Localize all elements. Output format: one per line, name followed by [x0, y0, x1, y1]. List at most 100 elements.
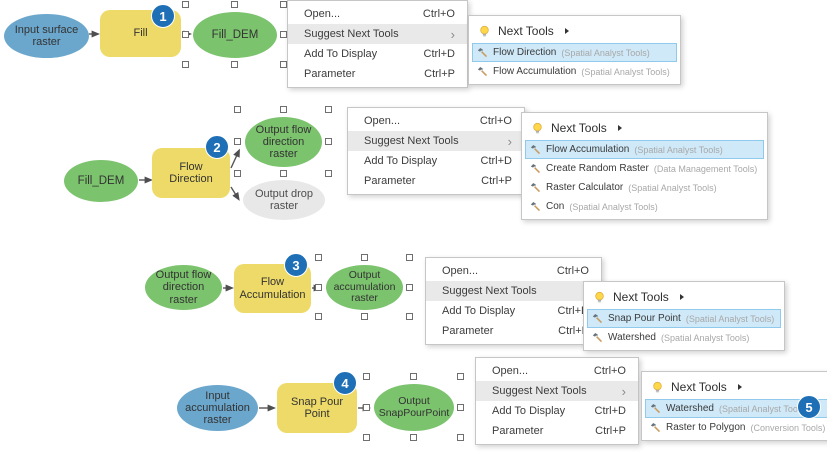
menu-item-label: Parameter — [442, 325, 494, 337]
menu-item-open[interactable]: Open...Ctrl+O — [288, 4, 467, 24]
selection-handle[interactable] — [360, 254, 368, 261]
next-tools-header[interactable]: Next Tools — [645, 375, 827, 399]
selection-handle[interactable] — [325, 170, 332, 177]
selection-handle[interactable] — [231, 1, 238, 8]
selection-handle[interactable] — [406, 313, 413, 320]
node-input-accumulation-raster[interactable]: Input accumulation raster — [177, 385, 258, 431]
suggestion-watershed[interactable]: Watershed (Spatial Analyst Tools) — [645, 399, 827, 418]
selection-handle[interactable] — [279, 106, 287, 113]
selection-handle[interactable] — [315, 313, 322, 320]
selection-handle[interactable] — [325, 138, 332, 145]
menu-item-label: Add To Display — [442, 305, 516, 317]
selection-handle[interactable] — [410, 434, 417, 441]
next-tools-flyout-2: Next Tools Flow Accumulation (Spatial An… — [521, 112, 769, 220]
next-tools-header[interactable]: Next Tools — [525, 116, 764, 140]
selection-handle[interactable] — [182, 61, 189, 68]
selection-handle[interactable] — [234, 170, 241, 177]
selection-handle[interactable] — [363, 373, 370, 380]
menu-item-open[interactable]: Open...Ctrl+O — [476, 361, 638, 381]
suggestion-flow-accumulation[interactable]: Flow Accumulation (Spatial Analyst Tools… — [525, 140, 765, 159]
suggestion-tool-name: Snap Pour Point — [608, 313, 681, 324]
node-output-accumulation-raster[interactable]: Output accumulation raster — [326, 265, 403, 310]
menu-item-label: Open... — [364, 115, 401, 127]
selection-handle[interactable] — [280, 31, 287, 38]
next-tools-header[interactable]: Next Tools — [587, 285, 781, 309]
hammer-tool-icon — [477, 66, 488, 77]
menu-item-suggest-next-tools[interactable]: Suggest Next Tools› — [348, 131, 524, 151]
triangle-right-icon — [737, 384, 742, 390]
selection-handle[interactable] — [315, 283, 322, 291]
selection-handle[interactable] — [325, 106, 332, 113]
next-tools-label: Next Tools — [551, 121, 607, 135]
node-output-drop-raster[interactable]: Output drop raster — [243, 180, 325, 220]
menu-item-suggest-next-tools[interactable]: Suggest Next Tools› — [288, 24, 467, 44]
node-label: Output flow direction raster — [155, 269, 212, 306]
suggestion-flow-direction[interactable]: Flow Direction (Spatial Analyst Tools) — [472, 43, 677, 62]
node-input-surface-raster[interactable]: Input surface raster — [4, 14, 89, 58]
suggestion-toolbox-name: (Spatial Analyst Tools) — [561, 47, 650, 58]
selection-handle[interactable] — [410, 373, 417, 380]
selection-handle[interactable] — [280, 1, 287, 8]
selection-handle[interactable] — [234, 138, 241, 145]
selection-handle[interactable] — [360, 313, 368, 320]
next-tools-header[interactable]: Next Tools — [472, 19, 677, 43]
node-label: Fill — [133, 27, 148, 40]
menu-item-label: Open... — [442, 265, 479, 277]
selection-handle[interactable] — [363, 434, 370, 441]
suggestion-con[interactable]: Con (Spatial Analyst Tools) — [525, 197, 764, 216]
suggestion-raster-to-polygon[interactable]: Raster to Polygon (Conversion Tools) — [645, 418, 827, 437]
node-flow-accumulation-tool[interactable]: Flow Accumulation — [234, 264, 311, 313]
node-fill-dem[interactable]: Fill_DEM — [193, 12, 277, 58]
node-label: Snap Pour Point — [291, 395, 343, 420]
node-fill-dem-input[interactable]: Fill_DEM — [64, 160, 138, 202]
selection-handle[interactable] — [457, 373, 464, 380]
selection-handle[interactable] — [457, 434, 464, 441]
suggestion-toolbox-name: (Spatial Analyst Tools) — [628, 182, 717, 193]
selection-handle[interactable] — [182, 1, 189, 8]
suggestion-flow-accumulation[interactable]: Flow Accumulation (Spatial Analyst Tools… — [472, 62, 677, 81]
selection-handle[interactable] — [406, 283, 413, 291]
suggestion-snap-pour-point[interactable]: Snap Pour Point (Spatial Analyst Tools) — [587, 309, 782, 328]
selection-handle[interactable] — [280, 61, 287, 68]
next-tools-flyout-4: Next Tools Watershed (Spatial Analyst To… — [641, 371, 827, 441]
menu-item-suggest-next-tools[interactable]: Suggest Next Tools› — [426, 281, 601, 301]
node-output-flow-direction-raster-input[interactable]: Output flow direction raster — [145, 265, 222, 310]
menu-item-open[interactable]: Open...Ctrl+O — [348, 111, 524, 131]
suggestion-watershed[interactable]: Watershed (Spatial Analyst Tools) — [587, 328, 781, 347]
menu-item-label: Parameter — [492, 425, 544, 437]
hammer-tool-icon — [530, 182, 541, 193]
selection-handle[interactable] — [231, 61, 238, 68]
selection-handle[interactable] — [234, 106, 241, 113]
menu-item-label: Open... — [492, 365, 529, 377]
selection-handle[interactable] — [363, 403, 370, 411]
hammer-tool-icon — [650, 422, 661, 433]
selection-handle[interactable] — [315, 254, 322, 261]
suggestion-create-random-raster[interactable]: Create Random Raster (Data Management To… — [525, 159, 764, 178]
hammer-tool-icon — [592, 313, 603, 324]
selection-handle[interactable] — [457, 403, 464, 411]
menu-item-label: Add To Display — [304, 48, 378, 60]
selection-handle[interactable] — [279, 170, 287, 177]
suggestion-tool-name: Con — [546, 201, 565, 212]
next-tools-flyout-3: Next Tools Snap Pour Point (Spatial Anal… — [583, 281, 786, 351]
node-output-snappourpoint[interactable]: Output SnapPourPoint — [374, 384, 454, 431]
selection-handle[interactable] — [182, 31, 189, 38]
menu-item-open[interactable]: Open...Ctrl+O — [426, 261, 601, 281]
suggestion-toolbox-name: (Data Management Tools) — [653, 163, 758, 174]
next-tools-label: Next Tools — [613, 290, 669, 304]
menu-item-suggest-next-tools[interactable]: Suggest Next Tools› — [476, 381, 638, 401]
suggestion-raster-calculator[interactable]: Raster Calculator (Spatial Analyst Tools… — [525, 178, 764, 197]
selection-handle[interactable] — [406, 254, 413, 261]
menu-item-label: Add To Display — [492, 405, 566, 417]
node-output-flow-direction-raster[interactable]: Output flow direction raster — [245, 117, 322, 167]
suggestion-tool-name: Flow Accumulation — [493, 66, 577, 77]
